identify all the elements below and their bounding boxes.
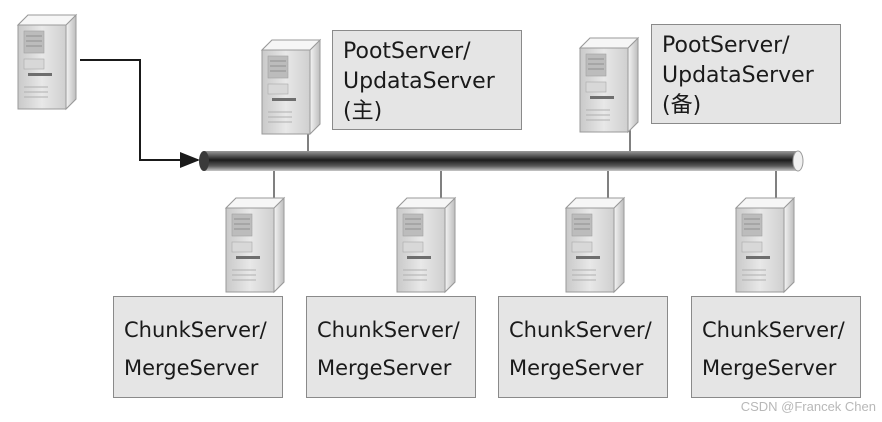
- label-line: MergeServer: [702, 356, 837, 380]
- label-line: ChunkServer/: [124, 318, 267, 342]
- chunk-server-4-label: ChunkServer/ MergeServer: [691, 296, 861, 398]
- watermark: CSDN @Francek Chen: [740, 399, 876, 414]
- label-line: (主): [343, 99, 383, 124]
- label-line: ChunkServer/: [509, 318, 652, 342]
- label-line: UpdataServer: [662, 63, 814, 88]
- label-line: ChunkServer/: [317, 318, 460, 342]
- chunk-server-2-label: ChunkServer/ MergeServer: [306, 296, 476, 398]
- chunk-server-1-icon: [225, 197, 285, 293]
- label-line: MergeServer: [124, 356, 259, 380]
- label-line: (备): [662, 93, 702, 118]
- label-line: ChunkServer/: [702, 318, 845, 342]
- chunk-server-1-label: ChunkServer/ MergeServer: [113, 296, 283, 398]
- root-server-backup-label: PootServer/ UpdataServer (备): [651, 24, 841, 124]
- client-connection-arrow: [80, 59, 200, 168]
- label-line: PootServer/: [662, 33, 790, 58]
- label-line: MergeServer: [509, 356, 644, 380]
- label-line: MergeServer: [317, 356, 452, 380]
- label-line: PootServer/: [343, 39, 471, 64]
- root-server-primary-label: PootServer/ UpdataServer (主): [332, 30, 522, 130]
- root-server-backup-icon: [579, 37, 639, 133]
- chunk-server-3-icon: [565, 197, 625, 293]
- chunk-server-3-label: ChunkServer/ MergeServer: [498, 296, 668, 398]
- label-line: UpdataServer: [343, 69, 495, 94]
- root-server-primary-icon: [261, 39, 321, 135]
- chunk-server-4-icon: [735, 197, 795, 293]
- network-bus: [199, 150, 804, 172]
- client-server-icon: [17, 14, 77, 110]
- chunk-server-2-icon: [396, 197, 456, 293]
